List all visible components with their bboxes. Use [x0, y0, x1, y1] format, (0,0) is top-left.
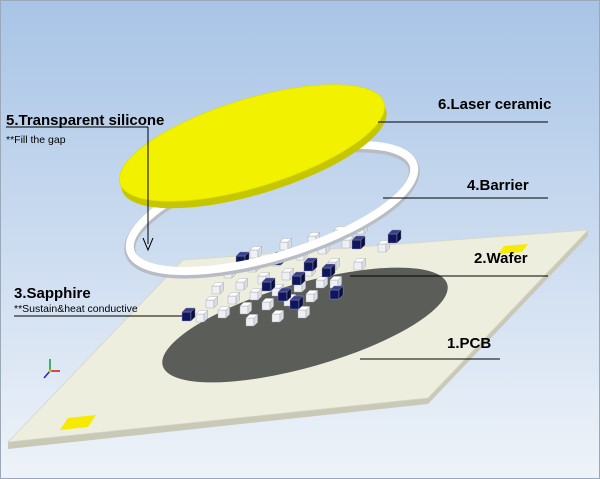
label-transparent-silicone: 5.Transparent silicone [6, 112, 164, 129]
wafer-block [353, 257, 367, 271]
label-laser-ceramic: 6.Laser ceramic [438, 96, 551, 113]
pcb-corner-pad-right [498, 244, 528, 254]
wafer-block [377, 239, 391, 253]
sapphire-chip [277, 287, 292, 302]
leader-lines [6, 121, 548, 360]
wafer-block [279, 237, 293, 251]
sapphire-chip [291, 271, 306, 286]
wafer-block [305, 289, 319, 303]
note-transparent-silicone: **Fill the gap [6, 134, 66, 146]
sapphire-chip [289, 295, 304, 310]
wafer-block [195, 309, 209, 323]
sapphire-chip [351, 235, 366, 250]
sapphire-chip [387, 229, 402, 244]
wafer-block [249, 245, 263, 259]
wafer-block [217, 305, 231, 319]
sapphire-chip [321, 263, 336, 278]
sapphire-chip [329, 285, 344, 300]
sapphire-chip [261, 277, 276, 292]
wafer-block [245, 313, 259, 327]
wafer-block [315, 275, 329, 289]
wafer-block [281, 267, 295, 281]
pcb-board [6, 229, 590, 449]
note-sapphire: **Sustain&heat conductive [14, 303, 138, 315]
label-barrier: 4.Barrier [467, 177, 529, 194]
laser-ceramic-disc [119, 84, 387, 209]
wafer-block [249, 287, 263, 301]
leader-silicone-arrowhead [142, 237, 154, 252]
wafer-block [271, 309, 285, 323]
wafer-block [261, 297, 275, 311]
axis-triad-icon [43, 359, 60, 379]
laser-ceramic-top [119, 84, 385, 202]
wafer-block [227, 291, 241, 305]
sapphire-chip [303, 257, 318, 272]
pcb-side-edge [8, 398, 428, 449]
label-wafer: 2.Wafer [474, 250, 528, 267]
wafer-block [239, 301, 253, 315]
pcb-corner-pad-left [60, 415, 96, 430]
pcb-front-edge [428, 230, 588, 404]
wafer-block [235, 277, 249, 291]
wafer-block [211, 281, 225, 295]
wafer-block [205, 295, 219, 309]
label-sapphire: 3.Sapphire [14, 285, 91, 302]
pcb-dark-disc [162, 267, 448, 383]
sapphire-chip [181, 307, 196, 322]
label-pcb: 1.PCB [447, 335, 491, 352]
